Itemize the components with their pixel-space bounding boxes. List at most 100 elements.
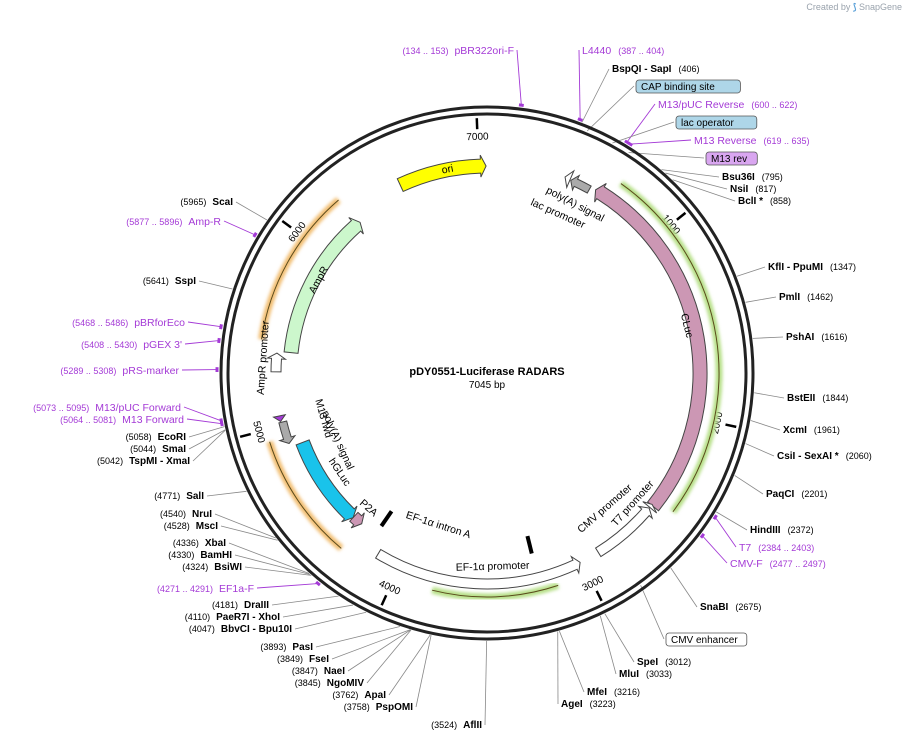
feature-lac-promoter[interactable] [564,169,575,190]
site-bamhi[interactable]: (4330)BamHI [168,550,232,561]
site-nsii[interactable]: NsiI(817) [730,184,776,195]
leader-line [745,443,775,457]
site-name: NsiI [730,184,749,195]
site-mlui[interactable]: MluI(3033) [619,669,672,680]
primer-mark-amp-r[interactable] [252,232,258,238]
primer-mark-m13-reverse[interactable] [627,141,634,147]
feature-m13-fwd[interactable] [272,413,287,423]
site-bbvci-bpu10i[interactable]: (4047)BbvCI - Bpu10I [189,624,292,635]
primer-pgex-3[interactable]: (5408 .. 5430)pGEX 3' [81,339,182,351]
svg-text:(5408 .. 5430)pGEX 3': (5408 .. 5430)pGEX 3' [81,339,182,351]
feature-ef1a-promoter[interactable] [374,548,581,590]
feature-cmv-promoter[interactable] [594,505,654,558]
site-paqci[interactable]: PaqCI(2201) [766,489,827,500]
site-kfli-ppumi[interactable]: KflI - PpuMI(1347) [768,262,856,273]
primer-mark-pgex-3[interactable] [217,337,221,344]
site-spei[interactable]: SpeI(3012) [637,657,691,668]
site-msci[interactable]: (4528)MscI [164,521,218,532]
svg-text:(4540)NruI: (4540)NruI [160,509,212,520]
site-naei[interactable]: (3847)NaeI [292,666,345,677]
feature-polya-top[interactable] [570,174,592,194]
primer-m13-puc-reverse[interactable]: M13/pUC Reverse(600 .. 622) [658,99,797,111]
svg-text:HindIII(2372): HindIII(2372) [750,525,814,536]
feature-ampr[interactable] [283,217,364,354]
site-pasi[interactable]: (3893)PasI [260,642,313,653]
site-bsiwi[interactable]: (4324)BsiWI [182,562,242,573]
leader-line [223,220,256,236]
site-paer7i-xhoi[interactable]: (4110)PaeR7I - XhoI [185,612,280,623]
site-name: FseI [309,654,329,665]
svg-text:CAP binding site: CAP binding site [641,82,715,93]
leader-line [271,595,339,606]
primer-m13-forward[interactable]: (5064 .. 5081)M13 Forward [60,414,184,426]
site-draiii[interactable]: (4181)DraIII [212,600,269,611]
primer-mark-t7[interactable] [712,514,718,521]
site-bsteii[interactable]: BstEII(1844) [787,393,848,404]
primer-prs-marker[interactable]: (5289 .. 5308)pRS-marker [60,365,179,377]
feature-t7-promoter[interactable] [642,501,658,514]
site-position: (4330) [168,550,194,560]
primer-t7[interactable]: T7(2384 .. 2403) [739,542,814,554]
site-scai[interactable]: (5965)ScaI [180,197,233,208]
primer-m13-puc-forward[interactable]: (5073 .. 5095)M13/pUC Forward [33,402,181,414]
primer-mark-l4440[interactable] [577,117,583,122]
site-bsu36i[interactable]: Bsu36I(795) [722,172,783,183]
site-mfei[interactable]: MfeI(3216) [587,687,640,698]
site-agei[interactable]: AgeI(3223) [561,699,616,710]
primer-l4440[interactable]: L4440(387 .. 404) [582,45,664,57]
leader-line [626,103,656,143]
primer-pbrforeco[interactable]: (5468 .. 5486)pBRforEco [72,317,185,329]
primer-mark-pbr322ori-f[interactable] [518,103,524,107]
site-ngomiv[interactable]: (3845)NgoMIV [295,678,365,689]
primer-pbr322ori-f[interactable]: (134 .. 153)pBR322ori-F [402,45,514,57]
primer-cmv-f[interactable]: CMV-F(2477 .. 2497) [730,558,826,570]
site-pshai[interactable]: PshAI(1616) [786,332,847,343]
site-ecori[interactable]: (5058)EcoRI [126,432,187,443]
site-pmli[interactable]: PmlI(1462) [779,292,833,303]
site-position: (1844) [822,393,848,403]
feature-halo-line [432,584,559,598]
site-apai[interactable]: (3762)ApaI [332,690,386,701]
site-fsei[interactable]: (3849)FseI [277,654,329,665]
primer-mark-cmv-f[interactable] [699,532,706,539]
boxed-cap-binding-site[interactable]: CAP binding site [635,79,741,94]
svg-text:(4771)SalI: (4771)SalI [154,491,204,502]
leader-line [347,629,411,672]
svg-text:(4181)DraIII: (4181)DraIII [212,600,269,611]
boxed-cmv-enhancer[interactable]: CMV enhancer [665,632,748,647]
feature-polya-bottom[interactable] [278,420,297,445]
site-smai[interactable]: (5044)SmaI [130,444,186,455]
site-pspomi[interactable]: (3758)PspOMI [344,702,413,713]
boxed-m13-rev[interactable]: M13 rev [705,151,758,166]
primer-m13-reverse[interactable]: M13 Reverse(619 .. 635) [694,135,809,147]
site-tspmi-xmai[interactable]: (5042)TspMI - XmaI [97,456,190,467]
primer-mark-pbrforeco[interactable] [219,324,223,330]
site-sspi[interactable]: (5641)SspI [143,276,196,287]
site-xbai[interactable]: (4336)XbaI [173,538,226,549]
site-bcli[interactable]: BclI *(858) [738,196,791,207]
feature-cluc[interactable] [594,183,708,512]
site-aflii[interactable]: (3524)AflII [431,720,482,731]
primer-amp-r[interactable]: (5877 .. 5896)Amp-R [126,216,221,228]
site-position: (3845) [295,678,321,688]
primer-ef1a-f[interactable]: (4271 .. 4291)EF1a-F [157,583,254,595]
feature-hgluc[interactable] [295,439,358,523]
site-position: (1347) [830,262,856,272]
boxed-lac-operator[interactable]: lac operator [675,115,758,130]
svg-text:KflI - PpuMI(1347): KflI - PpuMI(1347) [768,262,856,273]
feature-ampr-promoter[interactable] [265,352,288,373]
svg-text:PshAI(1616): PshAI(1616) [786,332,847,343]
leader-line [750,420,781,431]
site-nrui[interactable]: (4540)NruI [160,509,212,520]
site-snabi[interactable]: SnaBI(2675) [700,602,761,613]
site-bspqi-sapi[interactable]: BspQI - SapI(406) [612,64,699,75]
svg-text:M13 Reverse(619 .. 635): M13 Reverse(619 .. 635) [694,135,809,147]
site-csii-sexai[interactable]: CsiI - SexAI *(2060) [777,451,872,462]
primer-mark-ef1a-f[interactable] [315,580,321,587]
primer-mark-m13-puc-forward[interactable] [219,418,224,424]
site-sali[interactable]: (4771)SalI [154,491,204,502]
site-hindiii[interactable]: HindIII(2372) [750,525,814,536]
site-xcmi[interactable]: XcmI(1961) [783,425,840,436]
svg-text:(4336)XbaI: (4336)XbaI [173,538,226,549]
feature-ori[interactable] [396,154,487,193]
